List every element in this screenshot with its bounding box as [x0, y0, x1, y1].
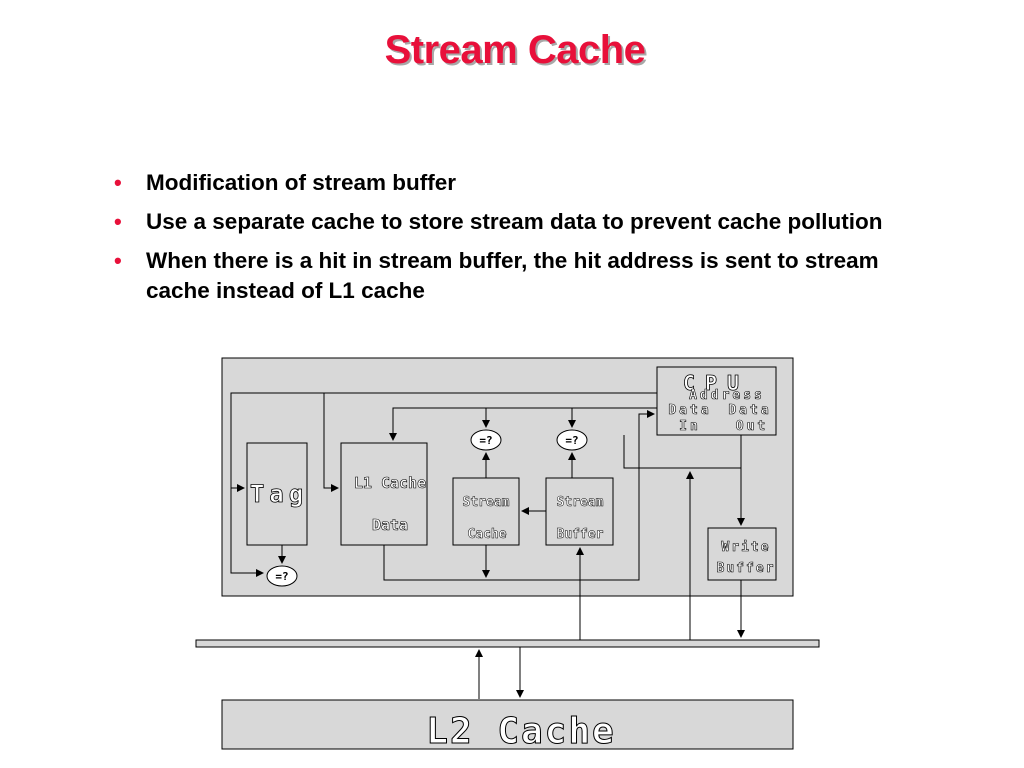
- comparator-label: =?: [565, 434, 578, 447]
- l2-wires: [475, 647, 524, 699]
- bullet-item: • Modification of stream buffer: [114, 168, 944, 198]
- l2-cache-block: L2 Cache: [221, 699, 794, 753]
- write-buffer-label-1: Write: [721, 540, 770, 555]
- stream-buffer-block: Stream Buffer: [545, 477, 614, 546]
- cpu-data-in-label: Data: [668, 403, 711, 418]
- cpu-address-label: Address: [689, 388, 765, 403]
- tag-block: Tag: [246, 442, 308, 546]
- stream-buffer-label-2: Buffer: [557, 527, 604, 542]
- memory-bus: [195, 639, 820, 648]
- stream-cache-label-2: Cache: [467, 527, 506, 542]
- bullet-list: • Modification of stream buffer • Use a se…: [114, 168, 944, 315]
- bullet-item: • Use a separate cache to store stream da…: [114, 207, 944, 237]
- write-buffer-block: Write Buffer: [707, 527, 777, 581]
- cpu-data-out-label: Data: [728, 403, 771, 418]
- l1-cache-label: L1 Cache: [354, 474, 426, 492]
- cpu-out-label: Out: [736, 419, 768, 434]
- cpu-in-label: In: [679, 419, 701, 434]
- data-wires: [383, 410, 745, 640]
- address-wires: [230, 392, 657, 577]
- bullet-dot-icon: •: [114, 170, 122, 195]
- cpu-block: CPU Address Data In Data Out: [656, 366, 777, 436]
- comparator-tag: =?: [266, 565, 298, 587]
- slide-title: Stream Cache: [384, 28, 646, 72]
- stream-cache-block: Stream Cache: [452, 477, 520, 546]
- stream-cache-label-1: Stream: [463, 495, 510, 510]
- compare-wires: [278, 452, 576, 564]
- comparator-label: =?: [275, 570, 288, 583]
- l2-cache-label: L2 Cache: [426, 711, 615, 752]
- stream-buffer-label-1: Stream: [557, 495, 604, 510]
- cpu-title: CPU: [683, 371, 749, 395]
- l1-cache-block: L1 Cache Data: [340, 442, 428, 546]
- comparator-label: =?: [479, 434, 492, 447]
- comparator-stream-cache: =?: [470, 429, 502, 451]
- bullet-item: • When there is a hit in stream buffer, t…: [114, 246, 944, 306]
- bullet-text: When there is a hit in stream buffer, th…: [146, 248, 879, 303]
- bullet-text: Modification of stream buffer: [146, 170, 457, 195]
- write-buffer-label-2: Buffer: [717, 561, 776, 576]
- bullet-dot-icon: •: [114, 209, 122, 234]
- bullet-dot-icon: •: [114, 248, 122, 273]
- tag-label: Tag: [250, 480, 308, 508]
- bullet-text: Use a separate cache to store stream dat…: [146, 209, 883, 234]
- comparator-stream-buffer: =?: [556, 429, 588, 451]
- l1-data-label: Data: [372, 516, 408, 534]
